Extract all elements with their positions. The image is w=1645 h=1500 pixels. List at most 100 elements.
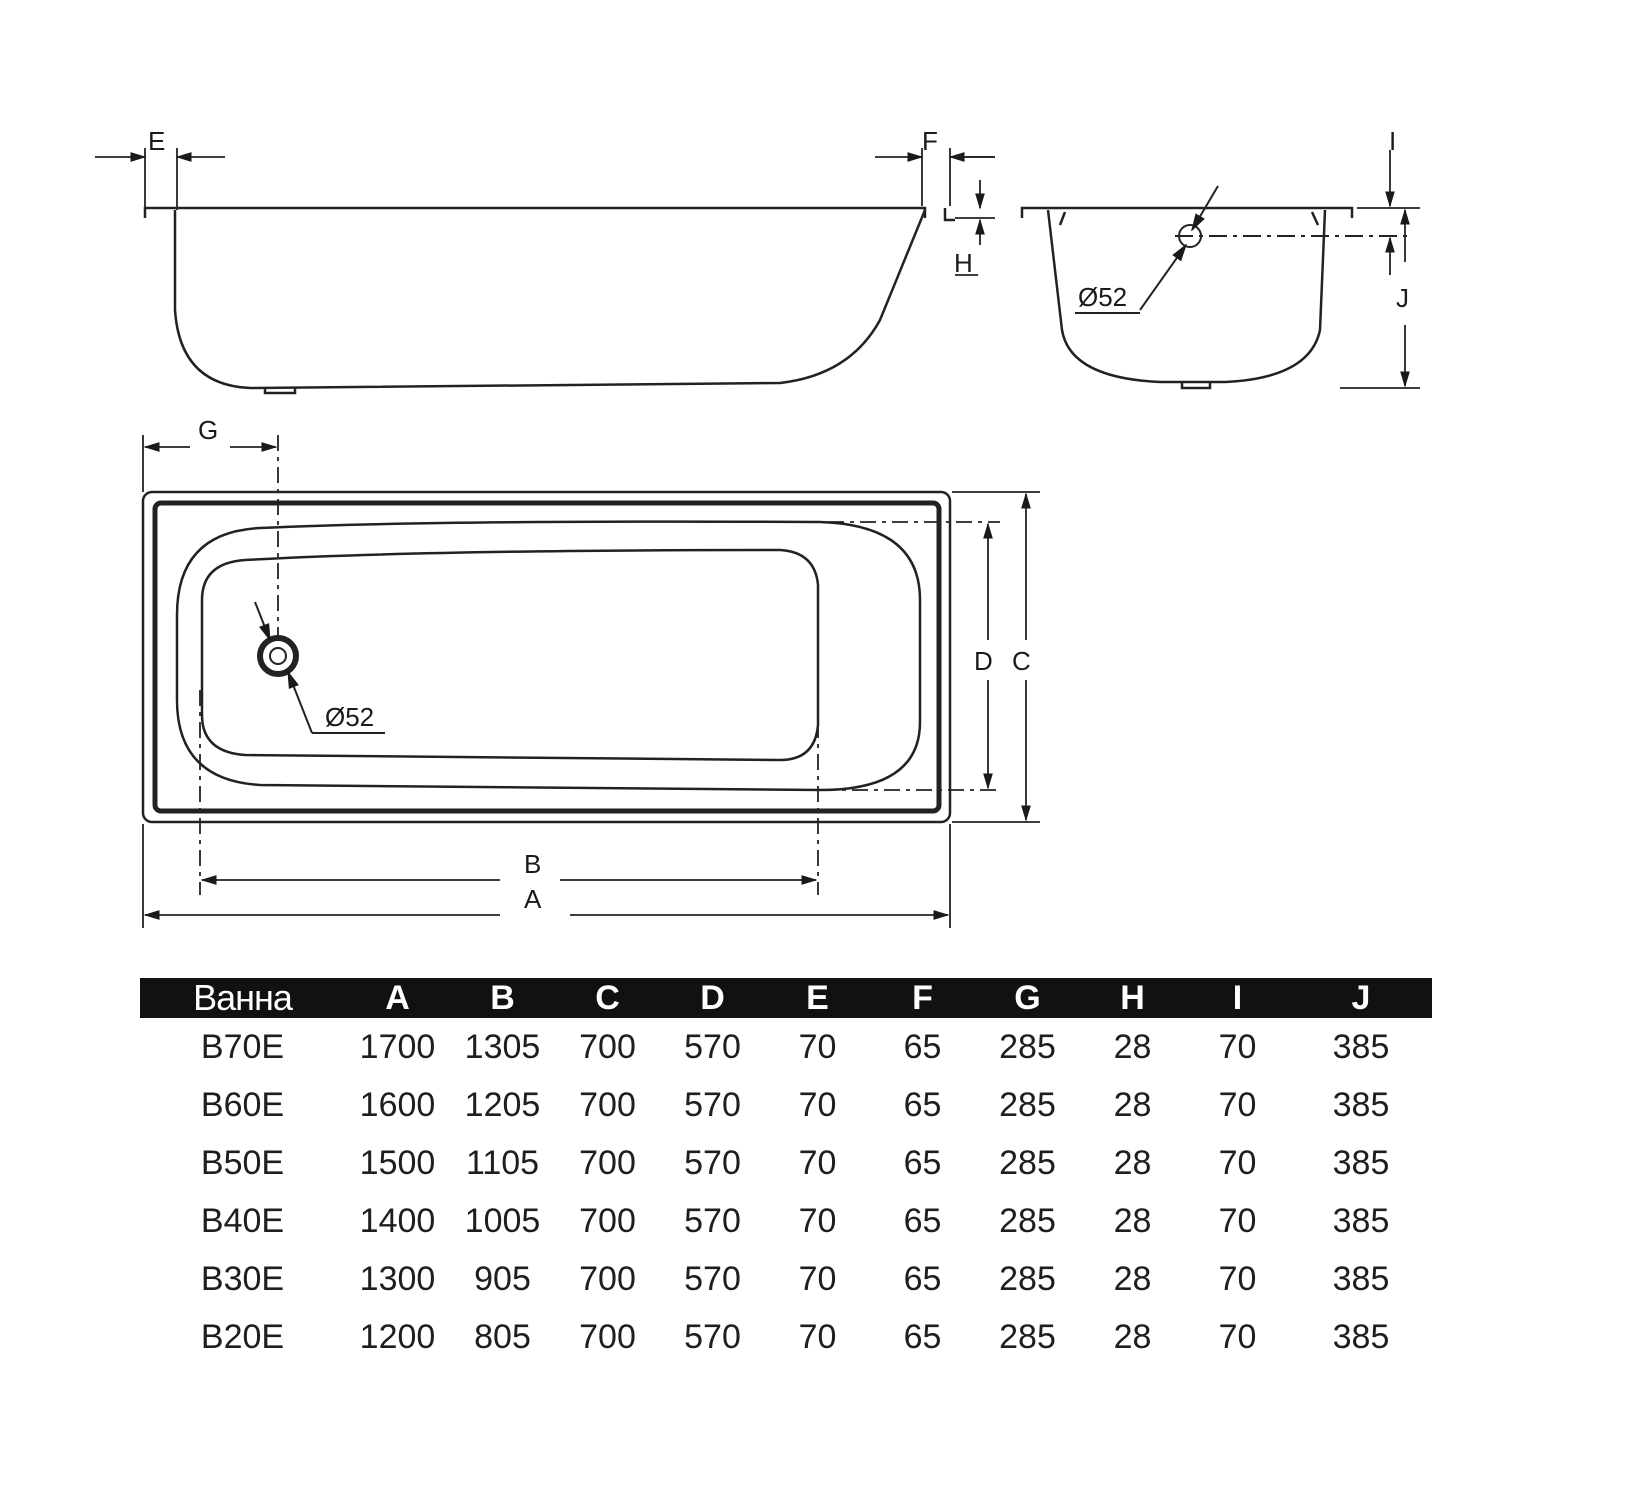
- dimension-value-cell: 1200: [359, 1317, 436, 1356]
- header-cell: B: [450, 978, 555, 1018]
- dimension-value-cell: 285: [999, 1143, 1056, 1182]
- dimension-value-cell: 700: [579, 1201, 636, 1240]
- dimension-value-cell: 70: [1218, 1085, 1257, 1124]
- label-h: H: [954, 248, 973, 278]
- dimension-value-cell: 1500: [359, 1143, 436, 1182]
- dimension-value-cell: 700: [579, 1027, 636, 1066]
- header-cell: D: [660, 978, 765, 1018]
- dimension-e: [95, 148, 225, 210]
- label-d: D: [974, 646, 993, 676]
- side-view-tub-body: [173, 209, 927, 390]
- end-view-drain: [1075, 185, 1410, 314]
- dimension-value-cell: 28: [1113, 1143, 1152, 1182]
- dimension-value-cell: 28: [1113, 1317, 1152, 1356]
- bathtub-technical-drawing: E F H Ø52 I J: [95, 126, 1420, 928]
- side-view: [143, 206, 955, 395]
- dimension-value-cell: 65: [903, 1201, 942, 1240]
- drain-top-circle: [257, 635, 299, 677]
- dimension-i: [1357, 150, 1420, 275]
- top-view-basin-inner: [200, 548, 820, 762]
- header-cell: E: [765, 978, 870, 1018]
- end-view: [1020, 206, 1354, 390]
- dimension-value-cell: 1105: [465, 1143, 540, 1182]
- dimension-value-cell: 570: [684, 1201, 741, 1240]
- dimension-value-cell: 70: [1218, 1143, 1257, 1182]
- model-cell: B60E: [200, 1085, 285, 1124]
- header-cell: G: [975, 978, 1080, 1018]
- dimension-value-cell: 1305: [464, 1027, 541, 1066]
- dimension-value-cell: 70: [798, 1143, 837, 1182]
- dimension-value-cell: 285: [999, 1317, 1056, 1356]
- label-e: E: [148, 126, 165, 156]
- header-cell-model: Ванна: [140, 978, 345, 1018]
- dimension-value-cell: 65: [903, 1143, 942, 1182]
- dimension-value-cell: 285: [999, 1259, 1056, 1298]
- dimension-value-cell: 805: [474, 1317, 531, 1356]
- dimension-value-cell: 285: [999, 1085, 1056, 1124]
- dimension-value-cell: 65: [903, 1027, 942, 1066]
- dimension-value-cell: 385: [1332, 1085, 1390, 1124]
- model-cell: B70E: [200, 1027, 285, 1066]
- dimension-value-cell: 905: [474, 1259, 531, 1298]
- model-cell: B30E: [200, 1259, 285, 1298]
- label-j: J: [1396, 283, 1409, 313]
- label-f: F: [922, 126, 938, 156]
- dimension-value-cell: 1300: [359, 1259, 436, 1298]
- dimension-value-cell: 70: [798, 1027, 837, 1066]
- top-view-inner-rim: [152, 500, 942, 814]
- dimension-value-cell: 285: [999, 1201, 1056, 1240]
- dimension-value-cell: 70: [798, 1259, 837, 1298]
- dimension-value-cell: 65: [903, 1259, 942, 1298]
- dimension-value-cell: 385: [1332, 1201, 1390, 1240]
- dimension-value-cell: 385: [1332, 1027, 1390, 1066]
- dimension-value-cell: 70: [1218, 1201, 1257, 1240]
- header-cell: C: [555, 978, 660, 1018]
- dimension-a: [142, 824, 951, 928]
- dimension-value-cell: 70: [798, 1317, 837, 1356]
- side-view-rim: [143, 206, 955, 222]
- header-cell: H: [1080, 978, 1185, 1018]
- dimension-value-cell: 570: [684, 1317, 741, 1356]
- dimension-value-cell: 70: [798, 1201, 837, 1240]
- dimension-value-cell: 65: [903, 1085, 942, 1124]
- dimension-value-cell: 65: [903, 1317, 942, 1356]
- dimension-value-cell: 28: [1113, 1085, 1152, 1124]
- drain-side-label: Ø52: [1078, 282, 1127, 312]
- label-g: G: [198, 415, 218, 445]
- header-cell: I: [1185, 978, 1290, 1018]
- dimension-value-cell: 70: [1218, 1317, 1257, 1356]
- label-i: I: [1389, 126, 1396, 156]
- top-view-basin-outer: [175, 520, 922, 792]
- dimension-value-cell: 70: [798, 1085, 837, 1124]
- label-a: A: [524, 884, 542, 914]
- model-cell: B50E: [200, 1143, 285, 1182]
- dimension-d: [700, 521, 1000, 791]
- top-view: [141, 490, 952, 824]
- end-view-rim: [1020, 206, 1354, 218]
- dimension-value-cell: 570: [684, 1259, 741, 1298]
- dimension-value-cell: 1600: [359, 1085, 436, 1124]
- dimension-j: [1340, 208, 1420, 389]
- dimension-c: [952, 491, 1040, 823]
- dimension-value-cell: 285: [999, 1027, 1056, 1066]
- dimension-value-cell: 700: [579, 1085, 636, 1124]
- dimension-value-cell: 28: [1113, 1201, 1152, 1240]
- top-view-outer-rim: [141, 490, 952, 824]
- dimension-value-cell: 1005: [464, 1201, 541, 1240]
- dimension-value-cell: 570: [684, 1027, 741, 1066]
- header-cell: J: [1290, 978, 1432, 1018]
- dimension-value-cell: 70: [1218, 1259, 1257, 1298]
- dimension-value-cell: 70: [1218, 1027, 1257, 1066]
- dimension-value-cell: 385: [1332, 1143, 1390, 1182]
- end-view-tub-body: [1046, 209, 1327, 384]
- dimension-value-cell: 700: [579, 1317, 636, 1356]
- side-view-foot: [263, 388, 297, 395]
- dimension-value-cell: 28: [1113, 1259, 1152, 1298]
- header-cell: F: [870, 978, 975, 1018]
- dimension-value-cell: 700: [579, 1143, 636, 1182]
- dimension-b: [199, 690, 819, 895]
